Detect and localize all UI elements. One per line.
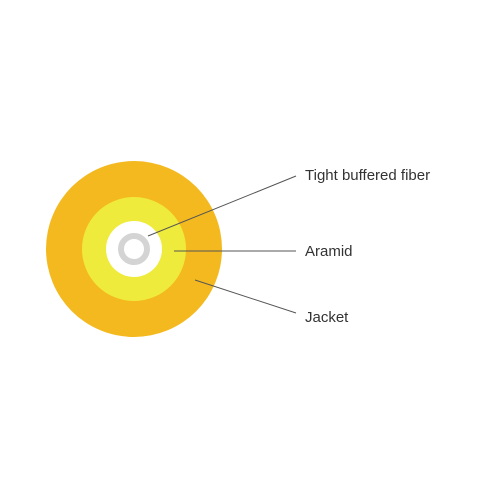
buffer-layer — [106, 221, 162, 277]
jacket-label: Jacket — [305, 309, 349, 326]
fiber-core-ring — [118, 233, 150, 265]
jacket-leader-line — [194, 279, 297, 314]
labels: Tight buffered fiber Aramid Jacket — [305, 167, 430, 326]
leader-lines — [147, 175, 297, 314]
aramid-label: Aramid — [305, 243, 353, 260]
fiber-label: Tight buffered fiber — [305, 167, 430, 184]
fiber-leader-line — [147, 175, 297, 237]
cable-cross-section — [46, 161, 222, 337]
